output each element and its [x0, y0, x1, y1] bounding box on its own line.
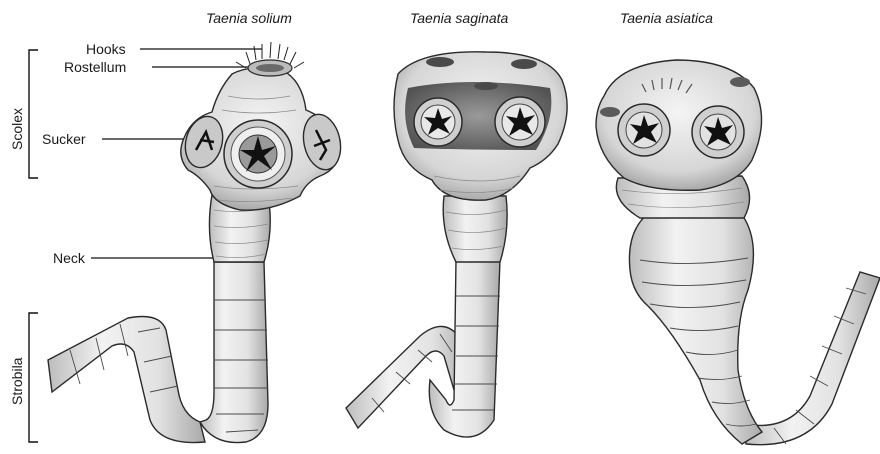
- title-taenia-solium: Taenia solium: [206, 10, 292, 26]
- title-taenia-asiatica: Taenia asiatica: [620, 10, 713, 26]
- rostellum-label: Rostellum: [64, 59, 126, 75]
- scolex-bracket: [29, 50, 38, 178]
- taenia-solium-drawing: [48, 42, 345, 443]
- hooks-label: Hooks: [86, 41, 126, 57]
- strobila-label: Strobila: [9, 357, 25, 405]
- sucker-label: Sucker: [42, 131, 86, 147]
- neck-label: Neck: [53, 250, 86, 266]
- strobila-bracket: [29, 313, 38, 442]
- scolex-label: Scolex: [9, 108, 25, 150]
- taenia-asiatica-drawing: [596, 60, 880, 445]
- taenia-saginata-drawing: [346, 52, 567, 437]
- title-taenia-saginata: Taenia saginata: [410, 10, 509, 26]
